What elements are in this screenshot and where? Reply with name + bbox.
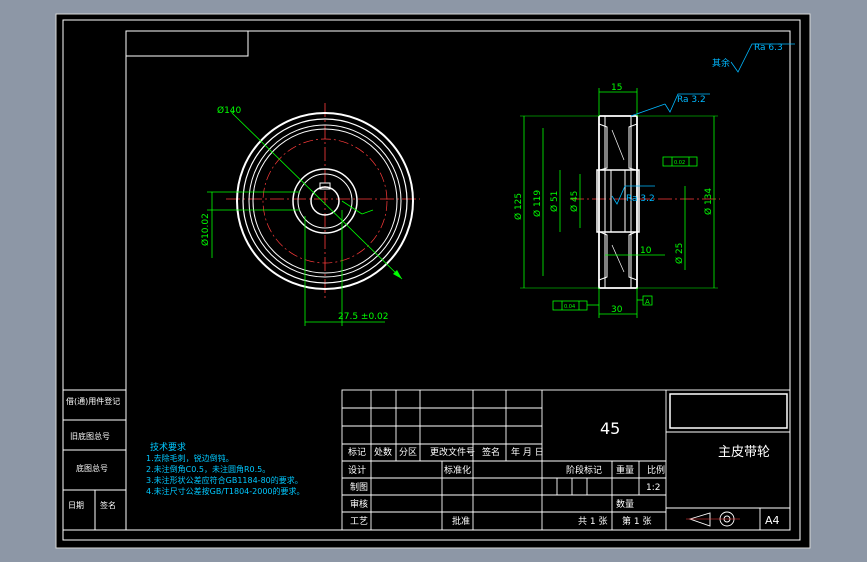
label-drawn: 制图	[350, 481, 368, 493]
label-check: 审核	[350, 498, 368, 510]
drawing-sheet	[55, 13, 811, 549]
label-standard: 标准化	[444, 464, 471, 476]
scale-value: 1:2	[646, 483, 660, 493]
hdr-mark: 标记	[348, 446, 366, 458]
dim-d119: Ø 119	[532, 190, 543, 217]
roughness-mid: Ra 3.2	[626, 194, 655, 204]
hdr-count: 处数	[374, 446, 392, 458]
rough-rest-value: Ra 6.3	[754, 43, 783, 53]
datum-label: A	[645, 298, 650, 306]
tolerance-runout-2: 0.04	[564, 304, 575, 310]
tech-note-2: 2.未注倒角C0.5，未注圆角R0.5。	[146, 464, 270, 474]
label-process: 工艺	[350, 516, 368, 527]
dim-outer-diameter: Ø140	[217, 105, 242, 116]
material: 45	[600, 419, 620, 438]
dim-d51: Ø 51	[549, 191, 560, 212]
front-view	[207, 103, 420, 326]
tech-note-3: 3.未注形状公差应符合GB1184-80的要求。	[146, 475, 303, 485]
dim-d125: Ø 125	[513, 193, 524, 220]
hdr-zone: 分区	[399, 447, 417, 458]
title-block	[341, 389, 791, 531]
rough-rest-label: 其余	[712, 57, 730, 69]
inner-border	[62, 19, 801, 541]
dim-shaft-diameter: Ø10.02	[200, 213, 211, 246]
hdr-sign: 签名	[482, 446, 500, 458]
roughness-top: Ra 3.2	[677, 95, 706, 105]
part-name: 主皮带轮	[718, 445, 770, 460]
company-box	[669, 393, 788, 429]
paper-size: A4	[765, 514, 780, 527]
label-stage: 阶段标记	[566, 464, 602, 476]
hdr-change-doc: 更改文件号	[430, 446, 475, 458]
code-box	[125, 30, 249, 57]
sheet-number: 第 1 张	[622, 515, 651, 527]
left-base: 底图总号	[76, 463, 108, 473]
left-signature: 签名	[100, 500, 116, 510]
label-quantity: 数量	[616, 498, 634, 510]
dim-hub: 30	[611, 305, 623, 315]
label-weight: 重量	[616, 464, 634, 476]
section-view	[520, 43, 795, 318]
left-registration: 借(通)用件登记	[66, 396, 120, 406]
projection-symbol-icon	[686, 511, 740, 527]
left-date: 日期	[68, 501, 84, 510]
left-registration-block	[62, 389, 127, 531]
label-design: 设计	[348, 464, 366, 476]
dim-d45: Ø 45	[569, 191, 580, 212]
tech-notes-title: 技术要求	[150, 441, 186, 453]
left-old-base: 旧底图总号	[70, 431, 110, 441]
dim-web: 10	[640, 246, 652, 256]
dim-d134: Ø 134	[703, 188, 714, 215]
hdr-date: 年 月 日	[511, 446, 544, 458]
label-approve: 批准	[452, 515, 470, 527]
tech-note-1: 1.去除毛刺，锐边倒钝。	[146, 453, 234, 463]
label-ratio: 比例	[647, 464, 665, 476]
dim-key-depth: 27.5 ±0.02	[338, 312, 388, 322]
dim-d25: Ø 25	[674, 243, 685, 264]
dim-hub-width-top: 15	[611, 83, 622, 93]
tech-note-4: 4.未注尺寸公差按GB/T1804-2000的要求。	[146, 486, 305, 496]
sheet-total: 共 1 张	[578, 516, 607, 527]
tolerance-runout: 0.02	[674, 160, 685, 166]
